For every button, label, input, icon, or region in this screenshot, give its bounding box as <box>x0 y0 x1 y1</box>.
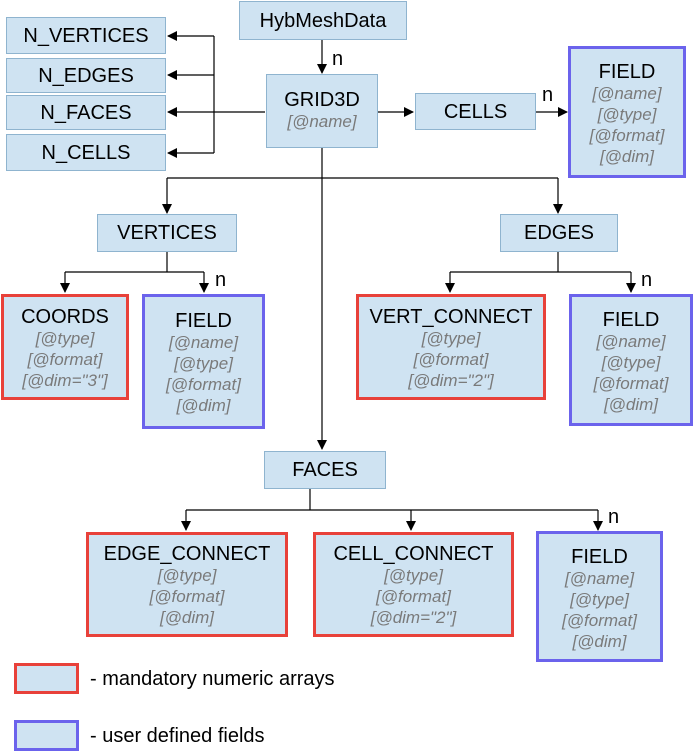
node-cells-field: FIELD [@name] [@type] [@format] [@dim] <box>568 46 686 178</box>
node-attr: [@name] <box>287 112 357 131</box>
node-vert-connect: VERT_CONNECT [@type] [@format] [@dim="2"… <box>356 294 546 400</box>
node-attr: [@dim] <box>603 395 659 414</box>
node-attr: [@dim="2"] <box>408 371 494 390</box>
node-edges-field: FIELD [@name] [@type] [@format] [@dim] <box>569 294 693 426</box>
node-title: EDGES <box>523 222 595 244</box>
node-attr: [@type] <box>570 590 629 609</box>
multiplicity-label: n <box>542 84 554 106</box>
node-n-edges: N_EDGES <box>6 58 166 93</box>
node-attr: [@type] <box>157 566 217 585</box>
node-attr: [@format] <box>593 374 669 393</box>
node-title: FIELD <box>602 309 660 331</box>
node-attr: [@name] <box>596 332 666 351</box>
node-attr: [@dim="2"] <box>370 608 457 627</box>
node-edge-connect: EDGE_CONNECT [@type] [@format] [@dim] <box>86 532 288 637</box>
node-attr: [@format] <box>149 587 225 606</box>
node-title: CELL_CONNECT <box>333 543 494 565</box>
legend-label-user: - user defined fields <box>90 725 265 747</box>
legend-label-mandatory: - mandatory numeric arrays <box>90 668 335 690</box>
node-attr: [@type] <box>597 105 657 124</box>
node-title: CELLS <box>443 101 508 123</box>
node-title: VERTICES <box>117 222 217 244</box>
node-title: N_EDGES <box>38 65 134 87</box>
node-n-vertices: N_VERTICES <box>6 17 166 54</box>
node-attr: [@type] <box>384 566 443 585</box>
node-title: FIELD <box>598 61 656 83</box>
node-title: VERT_CONNECT <box>369 306 533 328</box>
node-attr: [@dim] <box>176 396 231 415</box>
node-hybmeshdata: HybMeshData <box>239 1 407 40</box>
node-faces-field: FIELD [@name] [@type] [@format] [@dim] <box>536 531 663 662</box>
multiplicity-label: n <box>332 48 344 70</box>
node-title: FIELD <box>571 546 628 568</box>
node-attr: [@dim] <box>599 147 655 166</box>
node-attr: [@dim] <box>159 608 215 627</box>
node-title: EDGE_CONNECT <box>103 543 271 565</box>
node-grid3d: GRID3D [@name] <box>266 74 378 148</box>
node-vertices: VERTICES <box>97 214 237 252</box>
node-attr: [@type] <box>35 329 95 348</box>
node-attr: [@name] <box>592 84 662 103</box>
node-attr: [@format] <box>413 350 489 369</box>
node-n-faces: N_FACES <box>6 95 166 130</box>
node-attr: [@name] <box>564 569 635 588</box>
node-attr: [@format] <box>166 375 241 394</box>
node-title: COORDS <box>21 306 109 328</box>
node-vertices-field: FIELD [@name] [@type] [@format] [@dim] <box>142 294 265 429</box>
node-title: N_VERTICES <box>23 25 149 47</box>
node-cells: CELLS <box>415 93 536 130</box>
node-title: FIELD <box>175 310 232 332</box>
node-attr: [@type] <box>601 353 661 372</box>
node-cell-connect: CELL_CONNECT [@type] [@format] [@dim="2"… <box>313 532 514 637</box>
node-edges: EDGES <box>500 214 618 252</box>
multiplicity-label: n <box>215 269 227 291</box>
node-coords: COORDS [@type] [@format] [@dim="3"] <box>1 294 129 400</box>
node-attr: [@format] <box>376 587 451 606</box>
node-attr: [@format] <box>27 350 103 369</box>
node-attr: [@type] <box>174 354 233 373</box>
node-attr: [@dim="3"] <box>22 371 108 390</box>
node-attr: [@name] <box>168 333 239 352</box>
legend-swatch-mandatory <box>14 663 79 694</box>
multiplicity-label: n <box>608 506 620 528</box>
legend-swatch-user <box>14 720 79 751</box>
multiplicity-label: n <box>641 269 653 291</box>
node-title: N_FACES <box>40 102 132 124</box>
node-attr: [@type] <box>421 329 481 348</box>
node-n-cells: N_CELLS <box>6 134 166 171</box>
node-attr: [@format] <box>562 611 637 630</box>
node-attr: [@format] <box>589 126 665 145</box>
node-faces: FACES <box>264 451 386 489</box>
node-title: GRID3D <box>284 89 360 111</box>
node-attr: [@dim] <box>572 632 627 651</box>
node-title: HybMeshData <box>259 10 387 32</box>
node-title: N_CELLS <box>41 142 131 164</box>
node-title: FACES <box>292 459 358 481</box>
